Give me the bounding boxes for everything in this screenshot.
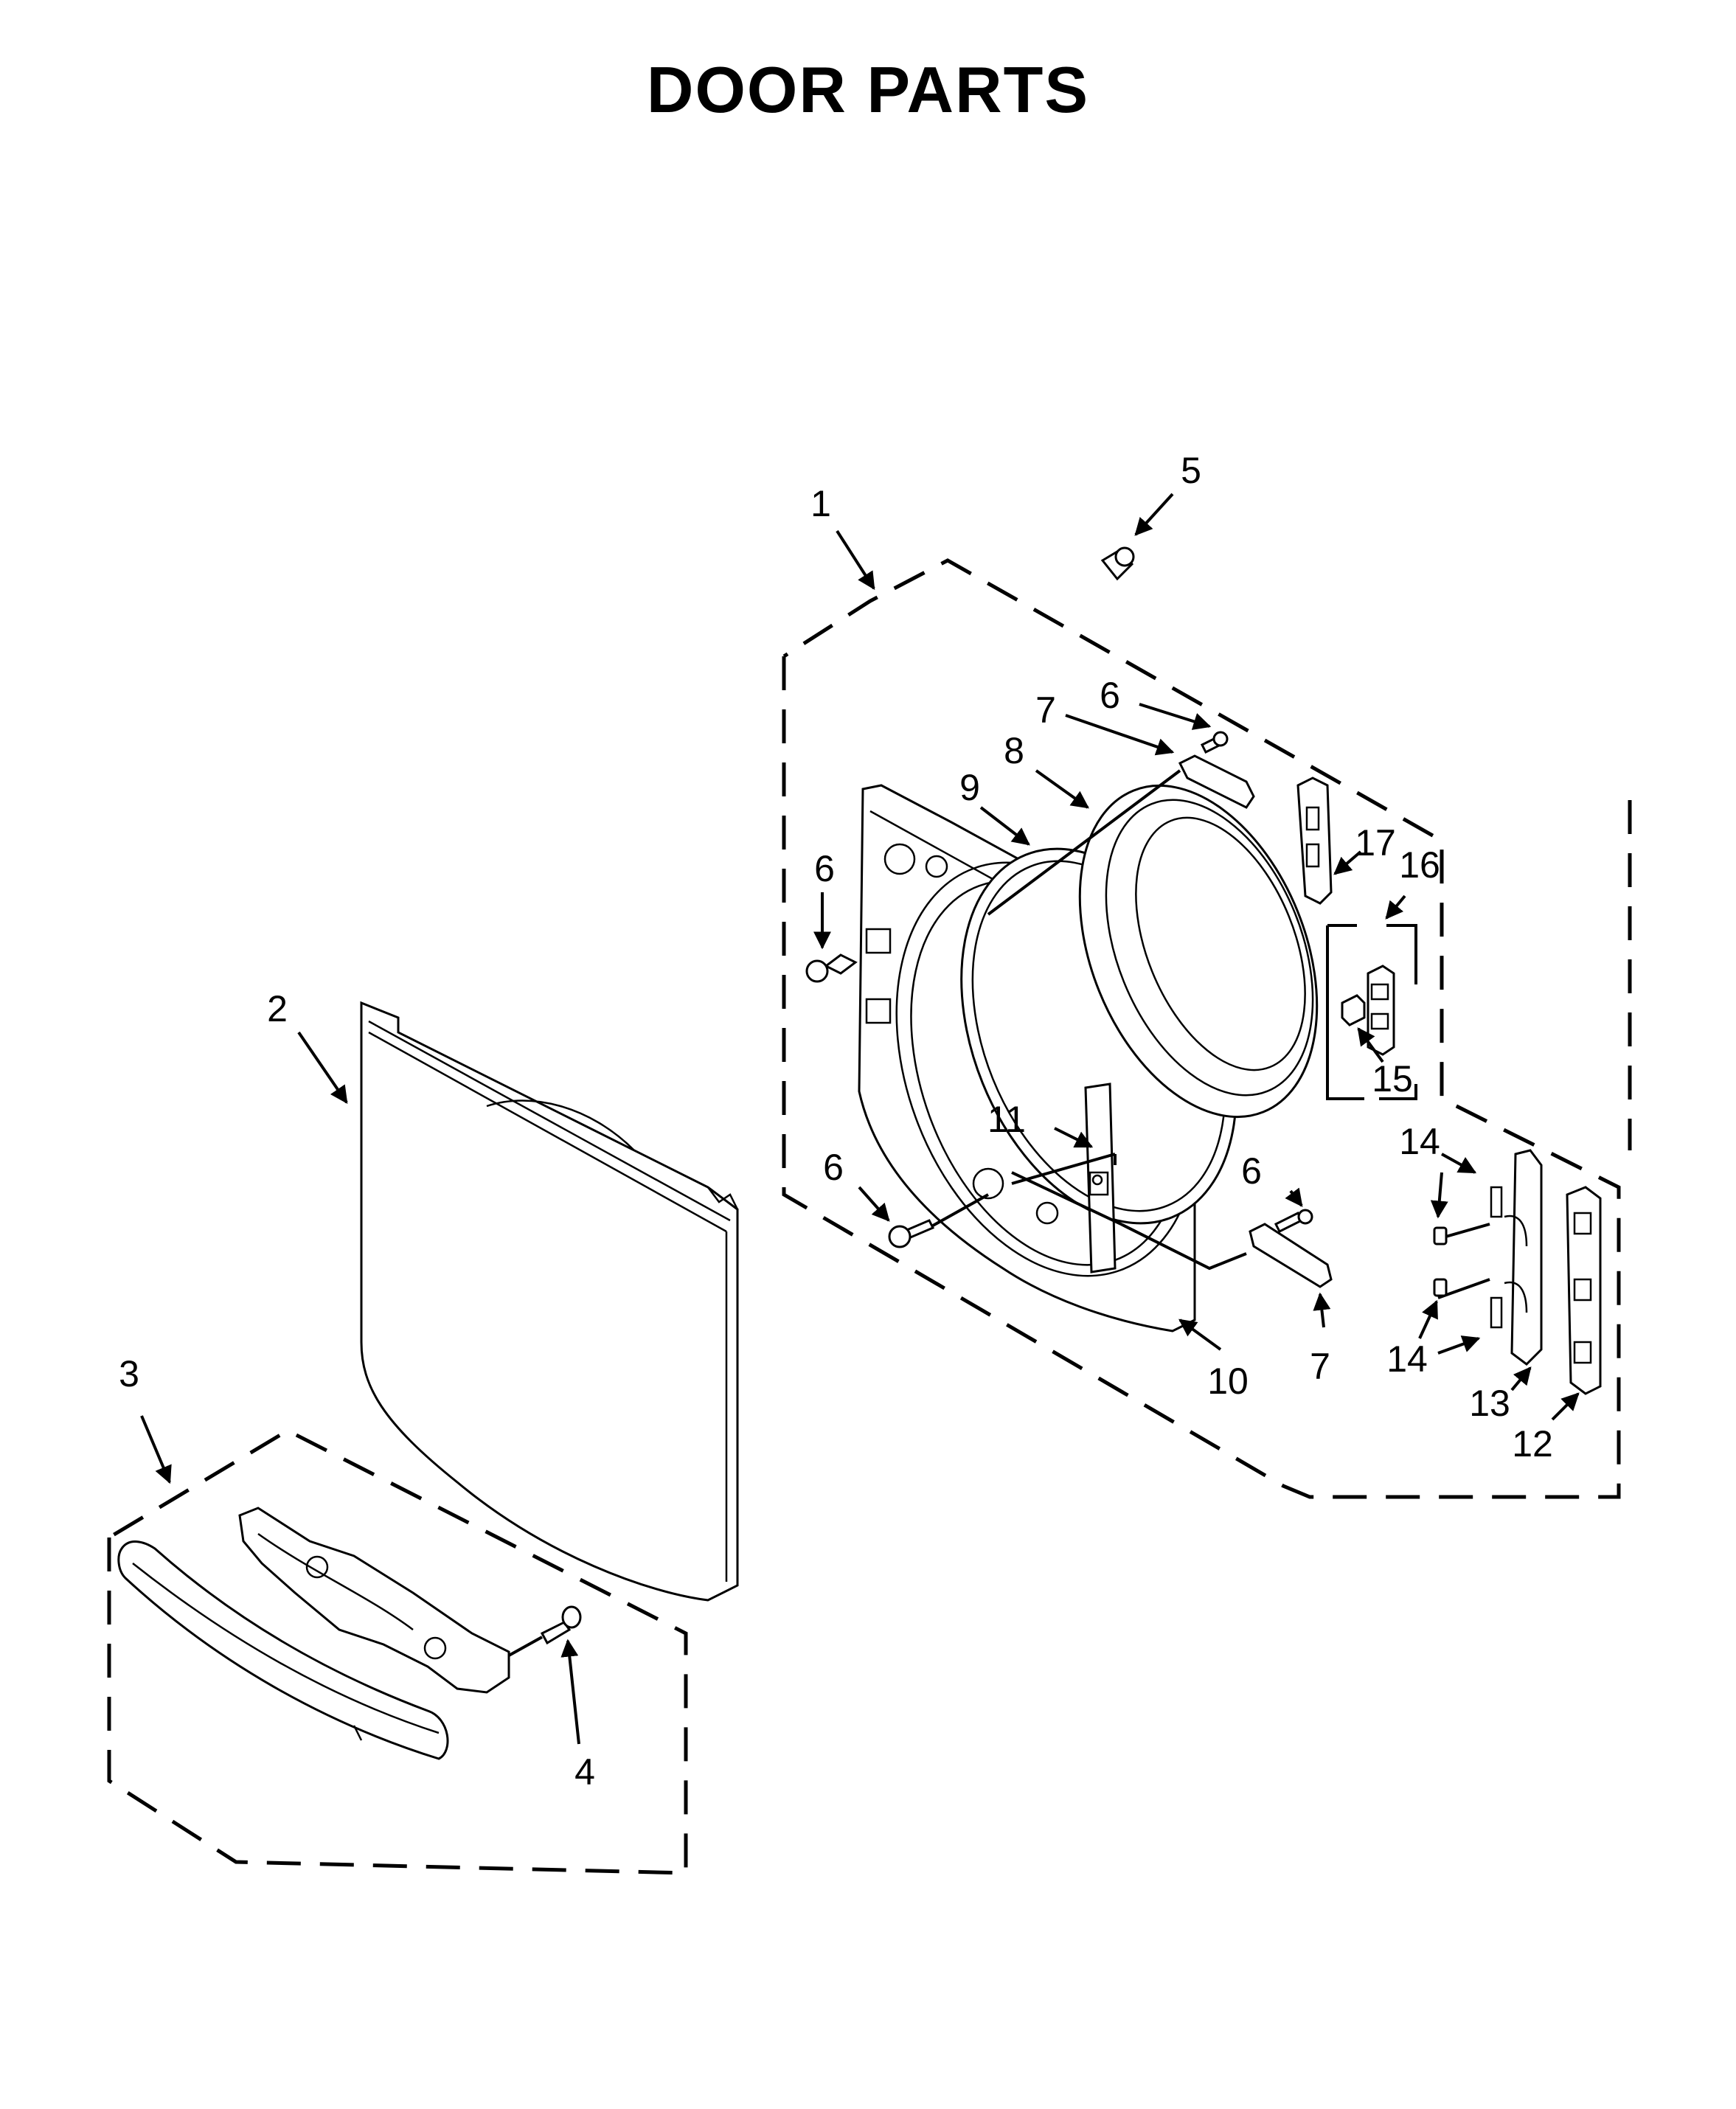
screw-6-top xyxy=(1200,731,1229,754)
leader-lines xyxy=(140,493,1580,1745)
callout-12: 12 xyxy=(1512,1423,1553,1465)
callout-3: 3 xyxy=(119,1353,139,1394)
callout-6-lower-right: 6 xyxy=(1241,1150,1262,1192)
callout-6-lower-left: 6 xyxy=(823,1147,844,1188)
callout-4: 4 xyxy=(574,1751,595,1793)
callout-1: 1 xyxy=(810,483,831,524)
callout-11: 11 xyxy=(987,1099,1026,1140)
callout-15: 15 xyxy=(1372,1058,1413,1099)
callout-14-bottom: 14 xyxy=(1386,1338,1428,1380)
handle-bracket xyxy=(238,1507,510,1694)
door-glass xyxy=(1078,784,1319,1119)
callout-16: 16 xyxy=(1399,844,1440,886)
door-hinge xyxy=(1437,1149,1543,1366)
callout-8: 8 xyxy=(1004,730,1024,771)
door-latch-strip xyxy=(1011,1083,1247,1274)
callout-7-top: 7 xyxy=(1035,689,1056,731)
door-handle xyxy=(117,1540,449,1760)
hinge-pins xyxy=(1433,1226,1448,1297)
door-assembly-boundary xyxy=(782,558,1621,1499)
callout-6-top: 6 xyxy=(1100,675,1120,716)
screw-6-left xyxy=(805,953,858,983)
callout-7-bottom: 7 xyxy=(1310,1346,1330,1387)
hinge-mounting-plate xyxy=(1566,1186,1602,1395)
callout-13: 13 xyxy=(1469,1383,1510,1424)
handle-assembly-boundary xyxy=(107,1428,688,1875)
callout-2: 2 xyxy=(267,988,288,1029)
callout-9: 9 xyxy=(959,767,980,808)
callout-5: 5 xyxy=(1181,450,1201,491)
callout-10: 10 xyxy=(1207,1361,1249,1402)
screw-6-lower-left xyxy=(888,1193,989,1248)
callout-17: 17 xyxy=(1355,822,1396,864)
callout-6-left: 6 xyxy=(814,848,835,889)
outer-door-panel xyxy=(360,1001,739,1602)
screw-6-lower-right xyxy=(1274,1209,1313,1234)
handle-screw xyxy=(508,1605,582,1657)
hinge-bracket xyxy=(1296,776,1333,905)
hinge-strap-bottom xyxy=(1249,1223,1333,1288)
hinge-strap-top xyxy=(987,754,1255,916)
callout-labels: 1 2 3 4 5 6 6 6 6 7 7 8 9 10 11 12 13 14… xyxy=(119,450,1553,1793)
page-title: DOOR PARTS xyxy=(647,53,1089,126)
callout-14-top: 14 xyxy=(1399,1121,1440,1162)
screw-5 xyxy=(1100,546,1135,581)
